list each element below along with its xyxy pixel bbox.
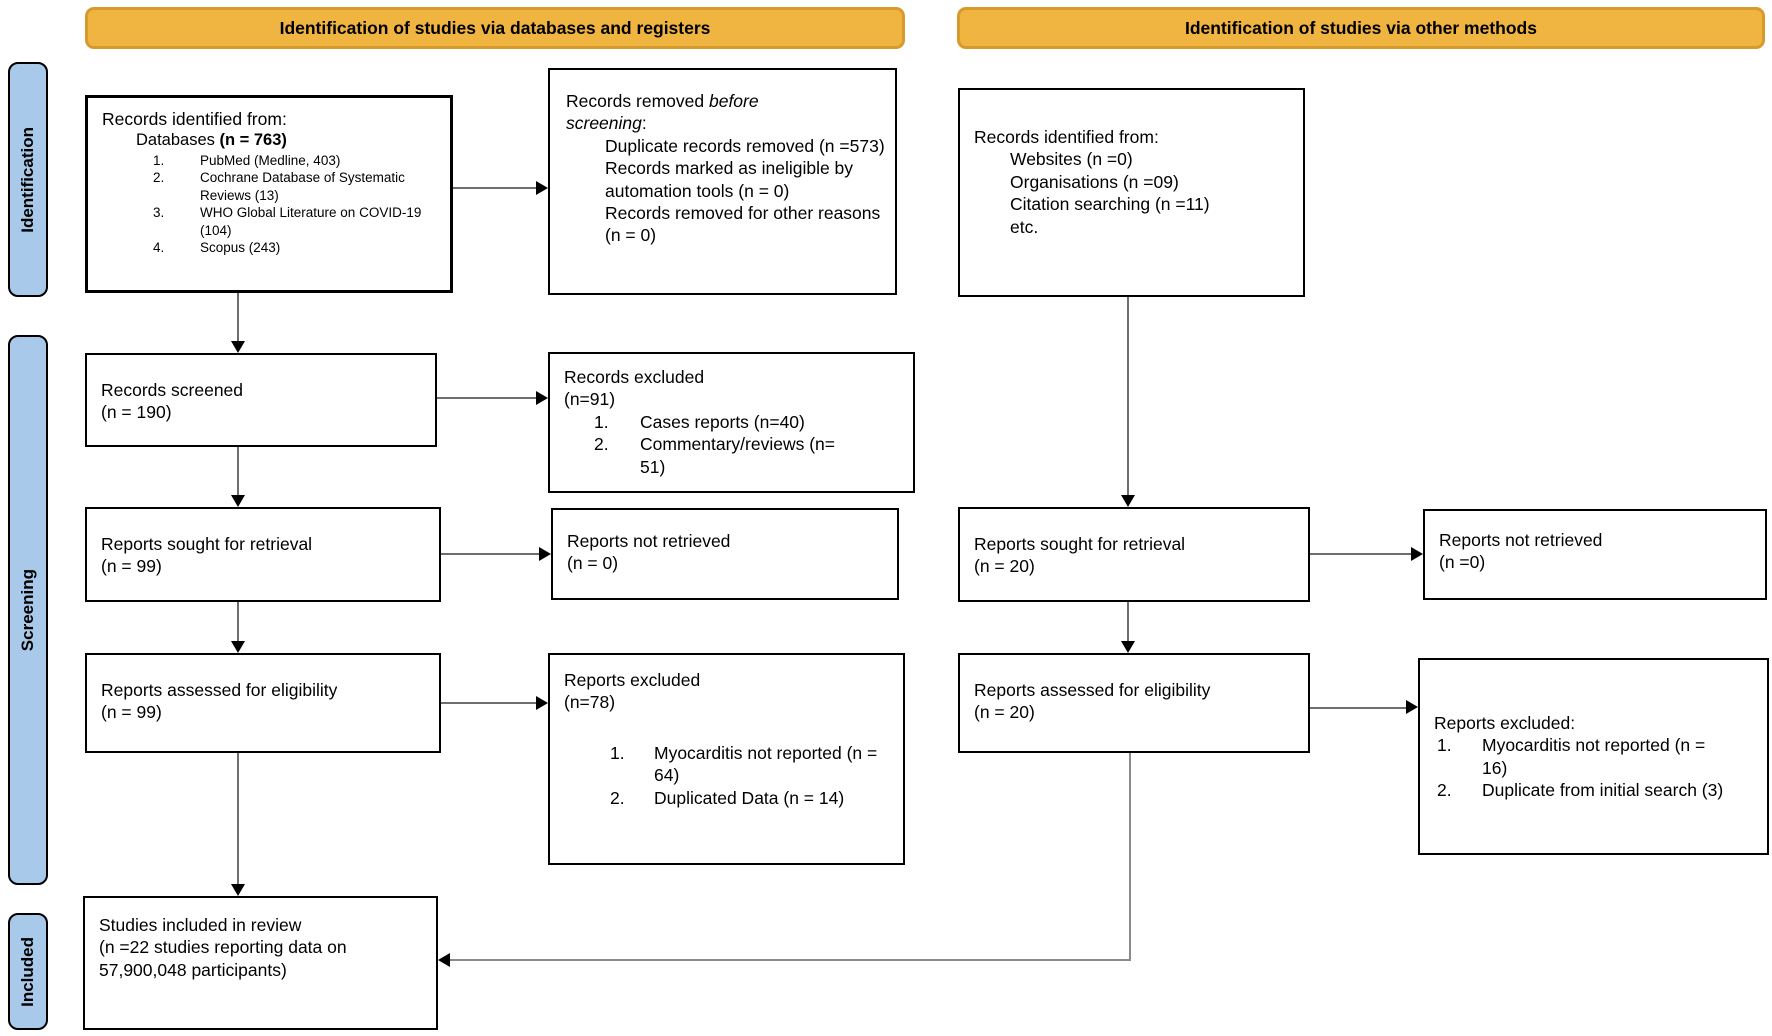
box-line1: Studies included in review <box>99 915 302 935</box>
box-line1: Reports sought for retrieval <box>974 534 1186 554</box>
arrow-identified-to-removed <box>453 187 536 189</box>
box-line1: Reports not retrieved <box>567 531 731 551</box>
arrow-sought-other-to-assessed <box>1127 602 1129 641</box>
list-item: Organisations (n =09) <box>1010 171 1179 192</box>
exclusion-list: Cases reports (n=40) Commentary/reviews … <box>564 411 860 478</box>
box-title: Records identified from: <box>974 127 1159 147</box>
arrow-identified-other-to-sought <box>1127 297 1129 495</box>
banner-databases-registers: Identification of studies via databases … <box>85 7 905 49</box>
arrowhead-down-icon <box>231 641 245 653</box>
box-reports-excluded-databases: Reports excluded (n=78) Myocarditis not … <box>548 653 905 865</box>
box-reports-assessed-other: Reports assessed for eligibility (n = 20… <box>958 653 1310 753</box>
box-reports-sought-databases: Reports sought for retrieval (n = 99) <box>85 507 441 602</box>
arrowhead-down-icon <box>231 884 245 896</box>
list-item: PubMed (Medline, 403) <box>153 152 341 169</box>
box-records-identified-other: Records identified from: Websites (n =0)… <box>958 88 1305 297</box>
stage-identification-label: Identification <box>18 126 37 233</box>
arrow-screened-to-excluded <box>437 397 536 399</box>
box-line2: (n = 99) <box>101 556 162 577</box>
list-item: Duplicate records removed (n =573) <box>605 135 885 156</box>
stage-included: Included <box>8 913 48 1030</box>
list-item: Citation searching (n =11) <box>1010 194 1210 215</box>
connector-assessed-other-vertical <box>1129 753 1131 961</box>
list-item: Scopus (243) <box>153 239 281 256</box>
arrow-screened-to-sought <box>237 447 239 495</box>
list-item: Cases reports (n=40) <box>594 411 805 434</box>
list-item: Commentary/reviews (n= 51) <box>594 433 835 477</box>
arrow-assessed-other-to-excluded <box>1310 707 1406 709</box>
box-line1: Reports excluded <box>564 670 701 690</box>
banner-other-methods: Identification of studies via other meth… <box>957 7 1765 49</box>
list-item: Records removed for other reasons (n = 0… <box>605 202 881 246</box>
box-records-removed-before-screening: Records removed before screening: Duplic… <box>548 68 897 295</box>
list-item: Websites (n =0) <box>1010 149 1133 170</box>
arrow-sought-other-to-notretrieved <box>1310 553 1411 555</box>
list-item: Myocarditis not reported (n = 16) <box>1437 734 1706 778</box>
arrowhead-right-icon <box>536 696 548 710</box>
arrow-assessed-to-included <box>237 753 239 884</box>
box-line2: (n =22 studies reporting data on 57,900,… <box>99 937 347 980</box>
box-reports-sought-other: Reports sought for retrieval (n = 20) <box>958 507 1310 602</box>
box-line2: (n = 190) <box>101 402 172 423</box>
box-line2: (n = 99) <box>101 702 162 723</box>
box-line1: Reports assessed for eligibility <box>974 680 1211 700</box>
box-line1: Records screened <box>101 380 244 400</box>
box-line1: Records excluded <box>564 367 705 387</box>
list-item: Records marked as ineligible by automati… <box>605 158 854 201</box>
exclusion-list: Myocarditis not reported (n = 64) Duplic… <box>564 742 893 810</box>
box-title: Records identified from: <box>102 109 287 129</box>
box-line2: (n =0) <box>1439 552 1486 573</box>
database-list: PubMed (Medline, 403) Cochrane Database … <box>102 152 440 257</box>
arrowhead-down-icon <box>231 341 245 353</box>
box-reports-not-retrieved-databases: Reports not retrieved (n = 0) <box>551 508 899 600</box>
arrow-assessed-to-excluded <box>441 702 536 704</box>
box-line2: (n = 0) <box>567 553 619 574</box>
box-line1: Reports not retrieved <box>1439 530 1603 550</box>
box-line2: (n=78) <box>564 692 616 713</box>
box-title: Records removed before screening: <box>566 91 759 134</box>
arrowhead-left-icon <box>438 953 450 967</box>
box-reports-excluded-other: Reports excluded: Myocarditis not report… <box>1418 658 1769 855</box>
box-line1: Reports sought for retrieval <box>101 534 313 554</box>
arrow-sought-to-notretrieved <box>441 553 539 555</box>
stage-screening: Screening <box>8 335 48 885</box>
arrowhead-right-icon <box>536 181 548 195</box>
box-studies-included: Studies included in review (n =22 studie… <box>83 896 438 1030</box>
connector-assessed-other-horizontal <box>450 959 1131 961</box>
banner-databases-registers-label: Identification of studies via databases … <box>279 17 711 38</box>
arrow-identified-to-screened <box>237 293 239 341</box>
banner-other-methods-label: Identification of studies via other meth… <box>1185 17 1537 38</box>
box-records-screened: Records screened (n = 190) <box>85 353 437 447</box>
arrowhead-down-icon <box>1121 641 1135 653</box>
list-item: Duplicate from initial search (3) <box>1437 779 1724 802</box>
stage-identification: Identification <box>8 62 48 297</box>
box-records-excluded: Records excluded (n=91) Cases reports (n… <box>548 352 915 493</box>
list-item: Myocarditis not reported (n = 64) <box>610 742 878 786</box>
list-item: Cochrane Database of Systematic Reviews … <box>153 169 405 203</box>
list-item: WHO Global Literature on COVID-19 (104) <box>153 204 422 238</box>
box-line1: Reports assessed for eligibility <box>101 680 338 700</box>
stage-included-label: Included <box>18 936 37 1007</box>
box-line2: (n = 20) <box>974 556 1035 577</box>
exclusion-list: Myocarditis not reported (n = 16) Duplic… <box>1434 734 1757 802</box>
stage-screening-label: Screening <box>18 568 37 652</box>
box-subtitle: Databases (n = 763) <box>136 131 287 150</box>
box-title: Reports excluded: <box>1434 713 1576 733</box>
arrowhead-down-icon <box>231 495 245 507</box>
box-reports-assessed-databases: Reports assessed for eligibility (n = 99… <box>85 653 441 753</box>
arrow-sought-to-assessed <box>237 602 239 641</box>
list-item: etc. <box>1010 216 1039 237</box>
list-item: Duplicated Data (n = 14) <box>610 787 845 810</box>
box-line2: (n = 20) <box>974 702 1035 723</box>
arrowhead-right-icon <box>1411 547 1423 561</box>
arrowhead-right-icon <box>536 391 548 405</box>
box-line2: (n=91) <box>564 389 616 410</box>
box-reports-not-retrieved-other: Reports not retrieved (n =0) <box>1423 509 1767 600</box>
box-records-identified-databases: Records identified from: Databases (n = … <box>85 95 453 293</box>
arrowhead-right-icon <box>539 547 551 561</box>
arrowhead-right-icon <box>1406 700 1418 714</box>
arrowhead-down-icon <box>1121 495 1135 507</box>
